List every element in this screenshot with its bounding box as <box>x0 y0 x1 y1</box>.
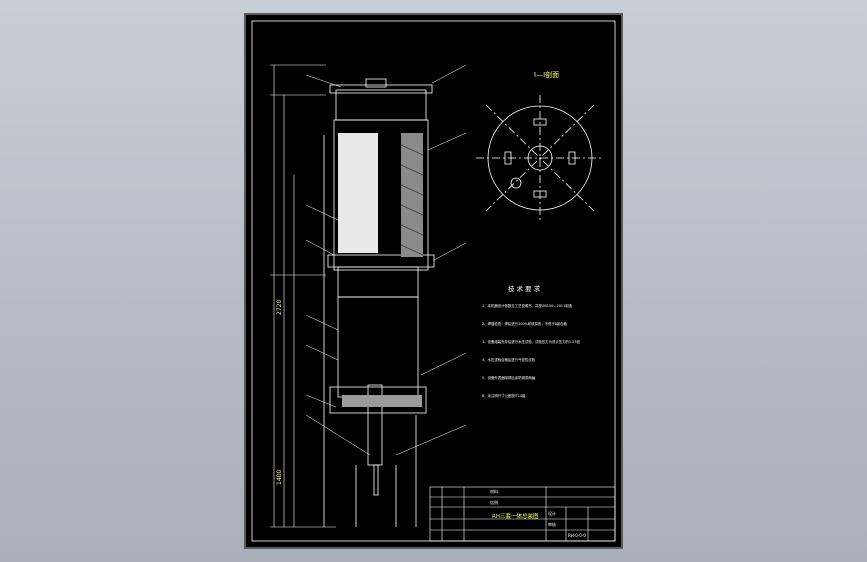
tech-title: 技 术 要 求 <box>508 284 541 293</box>
tb-drawing-name: RH三套一体总装图 <box>492 512 539 520</box>
tech-note-5: 5、设备外表面除锈后涂防锈漆两遍 <box>482 375 536 380</box>
drawing-sheet: 2720 1400 <box>244 13 623 549</box>
lining-hatch <box>400 144 424 256</box>
section-view <box>476 95 604 221</box>
tb-scale: 比例 <box>490 499 498 505</box>
tech-note-6: 6、未注明尺寸公差按IT14级 <box>482 393 526 398</box>
title-block <box>429 486 616 542</box>
dim-upper-height: 2720 <box>276 300 283 315</box>
tb-drawing-no: RH-0-0-0 <box>568 533 586 538</box>
tech-note-3: 3、设备组装完毕后进行水压试验，试验压力为设计压力的1.25倍 <box>482 339 580 344</box>
tb-designer: 设计 <box>548 510 556 516</box>
bottom-lining <box>342 395 422 407</box>
leader-lines <box>305 64 467 456</box>
tech-note-2: 2、焊缝检查：焊后进行100%射线探伤，不低于Ⅱ级合格 <box>482 321 567 326</box>
tb-material: 材料 <box>490 488 498 494</box>
refractory-lining-left <box>338 133 378 253</box>
dimension-lines <box>270 64 336 528</box>
tech-note-1: 1、本机器设计参数见工艺说明书，并按GB150—2011制造 <box>482 303 573 308</box>
section-title: Ⅰ—Ⅰ剖面 <box>534 70 559 79</box>
vessel-body <box>323 78 435 527</box>
engineering-drawing: 2720 1400 <box>251 20 616 542</box>
inner-border <box>251 20 616 542</box>
tb-checker: 审核 <box>548 521 556 527</box>
tech-note-4: 4、水压试验合格后进行气密性试验 <box>482 357 536 362</box>
refractory-lining-right <box>401 133 423 257</box>
dim-total-height: 1400 <box>276 470 283 485</box>
